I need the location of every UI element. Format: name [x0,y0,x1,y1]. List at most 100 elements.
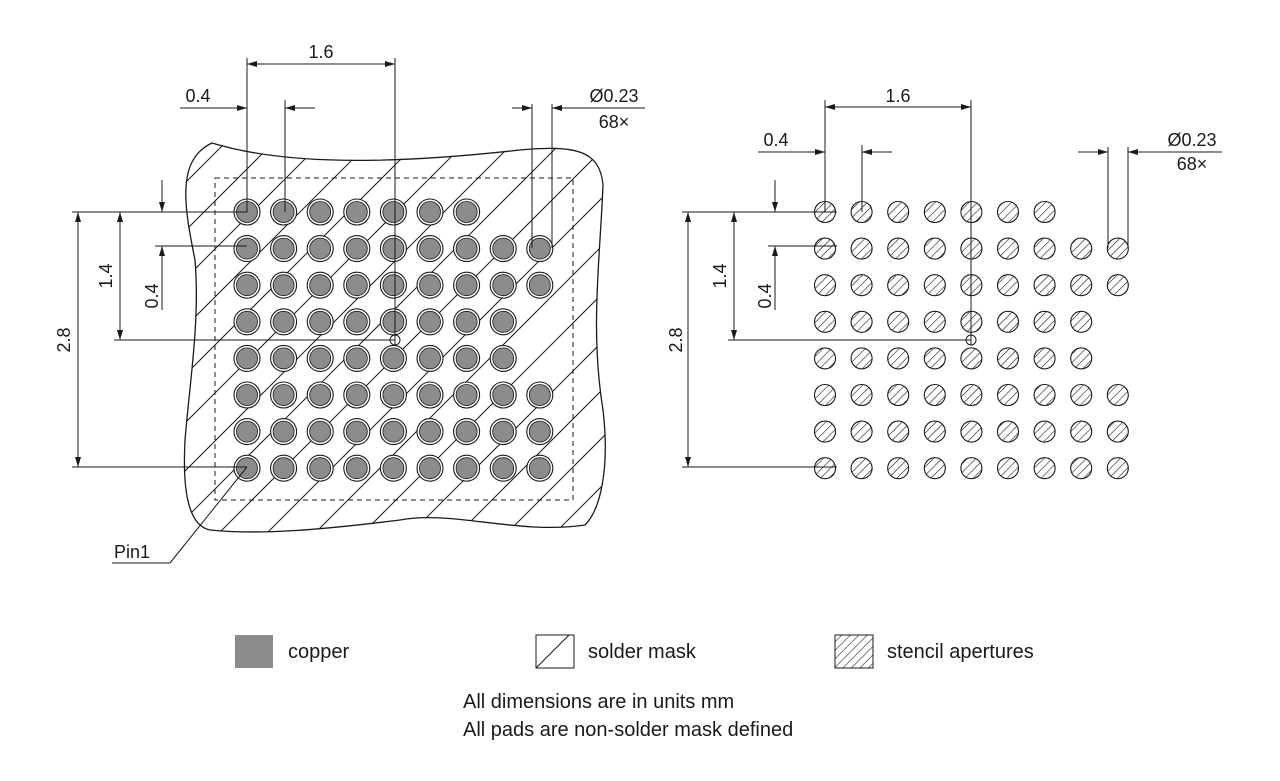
dim-pad-count-right: 68× [1177,154,1208,174]
mask-hatch-line [184,143,393,532]
copper-pad [526,235,554,263]
copper-pad [270,381,298,409]
stencil-aperture [923,200,946,224]
copper-pad [526,454,554,482]
stencil-aperture [923,457,946,480]
legend-stencil-label: stencil apertures [887,641,1034,663]
copper-pad [379,308,407,336]
stencil-aperture [1106,274,1129,297]
copper-pad [379,235,407,263]
stencil-aperture [813,347,837,370]
copper-pad [453,271,481,299]
stencil-aperture [1070,274,1093,297]
stencil-aperture [813,383,837,407]
copper-pad [270,235,298,263]
copper-pad [416,235,444,263]
copper-pad [343,198,371,226]
stencil-aperture [923,383,946,407]
dim-pitch-x-left: 1.6 [308,42,333,62]
stencil-aperture [887,200,910,224]
stencil-aperture [1033,347,1056,370]
copper-pad [489,418,517,446]
mask-hatch-line [932,120,1280,540]
stencil-aperture [1070,420,1093,443]
stencil-aperture [1033,310,1056,333]
dim-pad-pitch-left: 0.4 [185,86,210,106]
copper-pad [379,344,407,372]
mask-hatch-line [980,120,1280,540]
stencil-aperture [1070,457,1093,480]
mask-hatch-line [740,120,1160,540]
stencil-aperture [1033,200,1056,224]
copper-pad [343,454,371,482]
copper-pad [306,271,334,299]
stencil-aperture-array [813,200,1129,480]
copper-pad [306,344,334,372]
right-dimension-labels: 1.6 0.4 Ø0.23 68× 2.8 1.4 0.4 [666,86,1217,353]
stencil-aperture [923,420,946,443]
left-dimensions [72,58,645,564]
stencil-aperture [1106,457,1129,480]
mask-hatch-line [184,143,297,532]
copper-pad [343,418,371,446]
stencil-aperture [996,310,1020,333]
stencil-aperture [996,237,1020,260]
mask-hatch-line [184,143,441,532]
stencil-aperture [1033,457,1056,480]
legend-copper-label: copper [288,641,349,663]
legend-solder-mask-label: solder mask [588,641,697,663]
stencil-aperture [887,310,910,333]
solder-mask-outline [183,142,606,533]
dim-row-pitch-right: 0.4 [755,283,775,308]
copper-pad [306,198,334,226]
stencil-aperture [960,420,983,443]
stencil-aperture [887,420,910,443]
copper-pad [343,271,371,299]
dim-total-height-left: 2.8 [54,327,74,352]
copper-pad [416,381,444,409]
copper-pad [233,235,261,263]
copper-pad [489,235,517,263]
copper-pad [453,454,481,482]
dim-pitch-y-right: 1.4 [710,263,730,288]
stencil-aperture [923,347,946,370]
copper-pad [379,198,407,226]
stencil-aperture [813,274,837,297]
copper-pad [233,308,261,336]
notes: All dimensions are in units mm All pads … [463,691,793,741]
stencil-aperture [923,274,946,297]
copper-pad [489,308,517,336]
copper-pad [270,271,298,299]
mask-hatch-line [355,143,606,532]
stencil-aperture [850,420,873,443]
left-dimension-labels: 1.6 0.4 Ø0.23 68× 2.8 1.4 0.4 Pin1 [54,42,639,562]
stencil-aperture [996,200,1020,224]
mask-hatch-line [788,120,1208,540]
stencil-aperture [960,457,983,480]
copper-pad [270,344,298,372]
copper-pad [526,271,554,299]
legend-solder-mask-swatch [535,634,575,669]
package-outline [214,177,574,501]
copper-pad [416,308,444,336]
mask-hatch-line [1076,120,1280,540]
stencil-aperture [1033,420,1056,443]
stencil-aperture [1033,237,1056,260]
stencil-aperture [887,237,910,260]
stencil-aperture [850,347,873,370]
stencil-aperture [850,457,873,480]
stencil-aperture [923,310,946,333]
stencil-aperture [1033,274,1056,297]
copper-pad [306,308,334,336]
dim-total-height-right: 2.8 [666,327,686,352]
stencil-aperture [960,383,983,407]
copper-pad [233,418,261,446]
mask-hatch-line [184,143,201,532]
dim-pad-pitch-right: 0.4 [763,130,788,150]
copper-pad [453,308,481,336]
copper-pad [489,271,517,299]
copper-pad [379,271,407,299]
copper-pad [416,454,444,482]
mask-hatch-line [451,143,606,532]
